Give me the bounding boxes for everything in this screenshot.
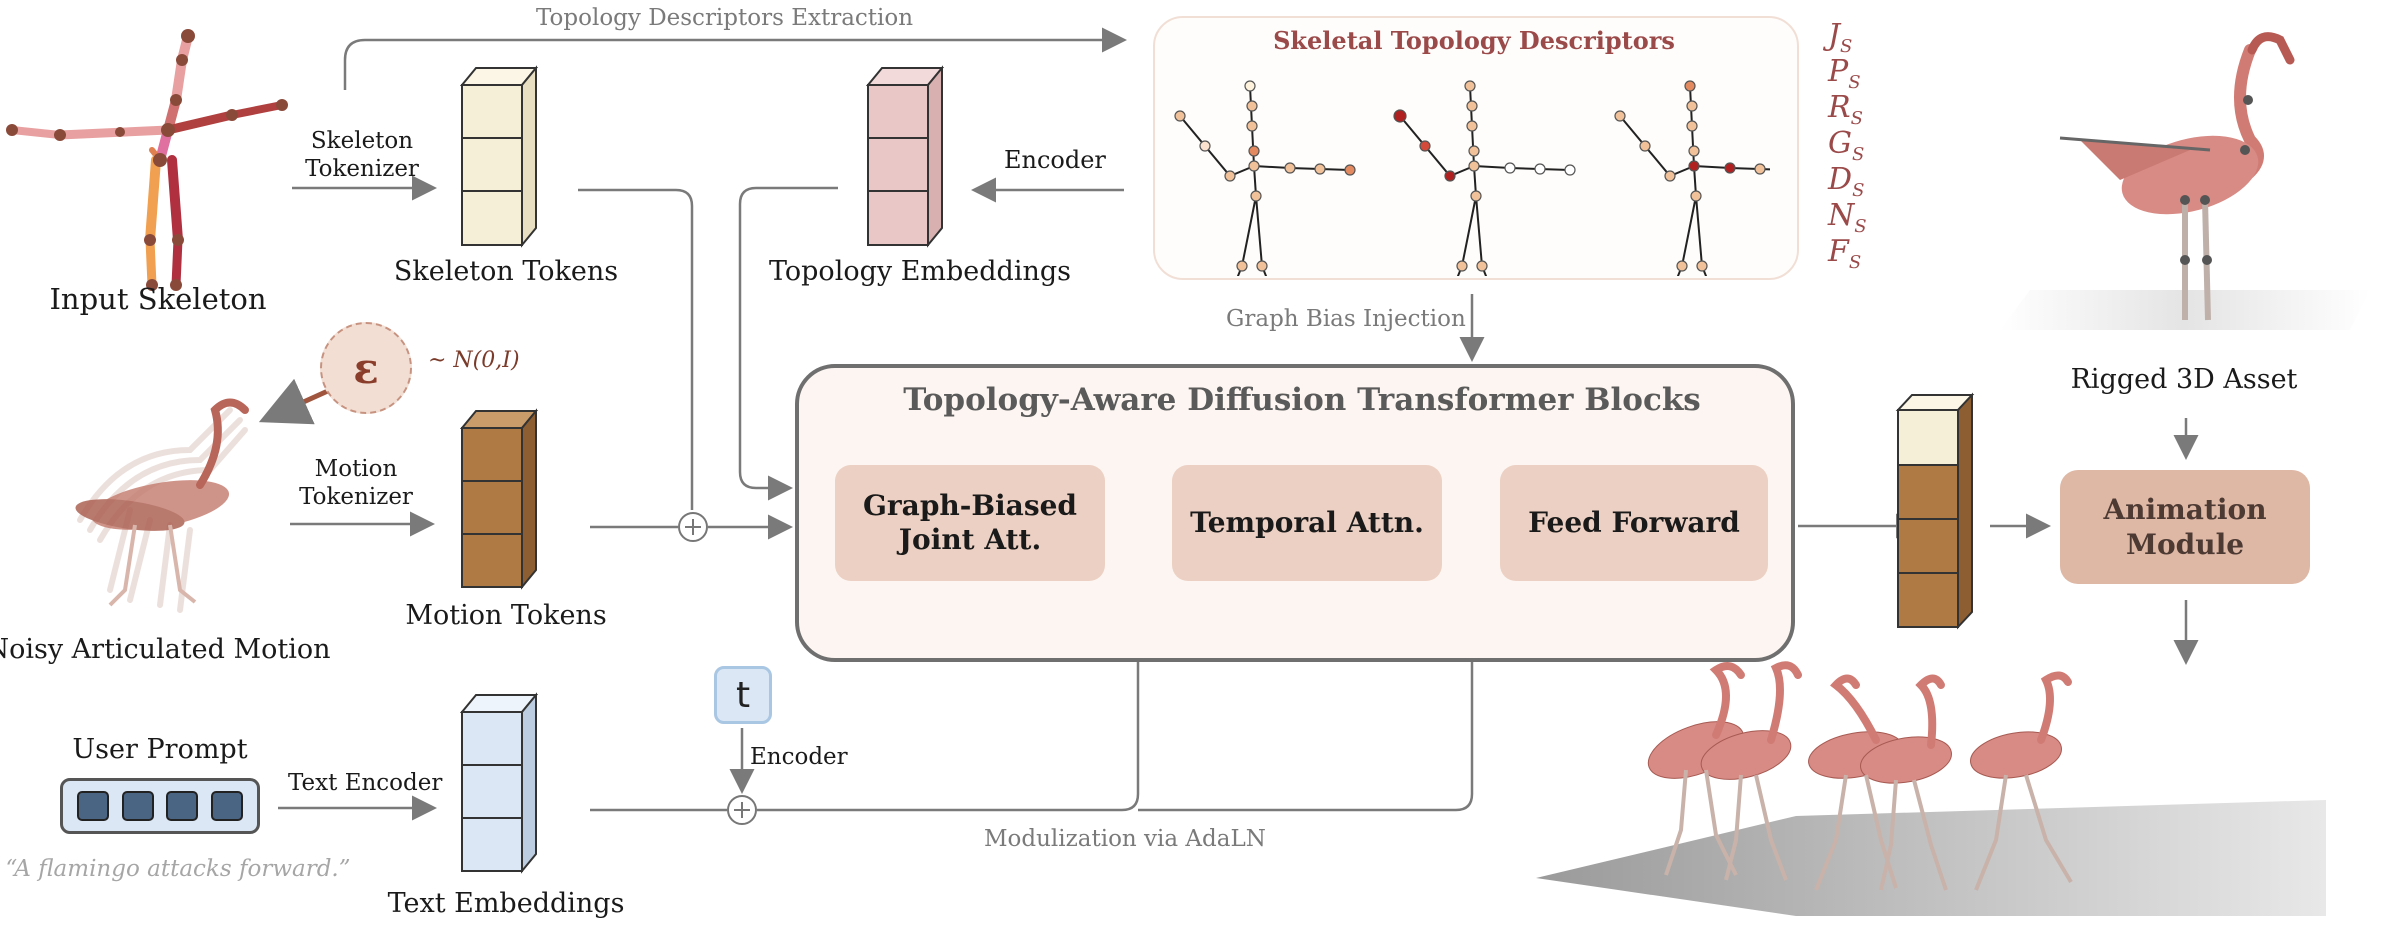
text-embeddings-stack (459, 692, 539, 874)
noise-distribution: ~ N(0,I) (428, 348, 520, 373)
topology-embeddings-label: Topology Embeddings (768, 256, 1072, 287)
graph-bias-label: Graph Bias Injection (1226, 306, 1466, 332)
topology-embeddings-stack (865, 65, 945, 248)
input-skeleton-figure (6, 29, 288, 291)
prompt-token-icon (77, 791, 110, 821)
epsilon-arrow (258, 378, 332, 425)
prompt-token-icon (210, 791, 243, 821)
epsilon-symbol: ε (353, 343, 379, 393)
descriptor-graph-2 (1399, 85, 1571, 276)
timestep-label: t (735, 674, 751, 716)
animation-module-label: Animation Module (2103, 493, 2267, 561)
motion-tokens-label: Motion Tokens (405, 600, 607, 631)
encoder-top-label: Encoder (1004, 146, 1106, 174)
extraction-arrow (343, 27, 1127, 90)
skeleton-graph-icon (1174, 80, 1770, 276)
prompt-token-icon (166, 791, 199, 821)
timestep-token: t (714, 666, 772, 724)
descriptor-n: NS (1828, 198, 1867, 237)
encoder-t-label: Encoder (750, 744, 848, 770)
noisy-motion-label: Noisy Articulated Motion (0, 634, 331, 665)
temporal-attn-label: Temporal Attn. (1190, 506, 1424, 540)
descriptors-title: Skeletal Topology Descriptors (1273, 26, 1675, 55)
dit-title: Topology-Aware Diffusion Transformer Blo… (903, 382, 1701, 418)
skeleton-tokens-line (578, 188, 694, 510)
motion-tokens-stack (459, 408, 539, 590)
descriptor-g: GS (1828, 126, 1865, 165)
prompt-text: “A flamingo attacks forward.” (5, 856, 351, 882)
text-embeddings-label: Text Embeddings (387, 888, 625, 919)
modulation-line-1 (757, 540, 1151, 812)
input-skeleton-label: Input Skeleton (49, 282, 267, 316)
skeleton-tokenizer-label: Skeleton Tokenizer (305, 128, 419, 182)
skeleton-tokens-stack (459, 65, 539, 248)
topology-extraction-label: Topology Descriptors Extraction (536, 5, 914, 31)
graph-biased-attention-block: Graph-Biased Joint Att. (835, 465, 1105, 581)
user-prompt-label: User Prompt (72, 734, 248, 765)
descriptor-f: FS (1828, 234, 1862, 273)
skeleton-tokens-label: Skeleton Tokens (393, 256, 619, 287)
prompt-token-icon (121, 791, 154, 821)
noisy-motion-figure (75, 398, 249, 613)
rigged-asset-figure (2000, 32, 2370, 330)
output-tokens-stack (1895, 392, 1975, 630)
rigged-asset-label: Rigged 3D Asset (2070, 364, 2298, 395)
descriptor-graph-1 (1179, 85, 1351, 276)
modulization-label: Modulization via AdaLN (984, 826, 1266, 852)
modulation-line-2 (1138, 540, 1485, 812)
plus-operator-icon (678, 512, 708, 542)
feed-forward-block: Feed Forward (1500, 465, 1768, 581)
epsilon-icon: ε (320, 322, 412, 414)
graph-biased-label: Graph-Biased Joint Att. (863, 489, 1077, 556)
prompt-token-bar (60, 778, 260, 834)
descriptor-p: PS (1828, 54, 1861, 93)
text-encoder-label: Text Encoder (288, 770, 443, 796)
temporal-attention-block: Temporal Attn. (1172, 465, 1442, 581)
plus-operator-icon (727, 795, 757, 825)
flamingo-icon (1536, 661, 2326, 916)
descriptor-graph-3 (1619, 85, 1770, 276)
animation-module: Animation Module (2060, 470, 2310, 584)
feed-forward-label: Feed Forward (1528, 506, 1740, 540)
descriptor-j: JS (1828, 18, 1853, 57)
descriptor-r: RS (1828, 90, 1863, 129)
topology-embeddings-line (738, 186, 838, 501)
descriptor-d: DS (1828, 162, 1865, 201)
motion-tokenizer-label: Motion Tokenizer (299, 456, 413, 510)
